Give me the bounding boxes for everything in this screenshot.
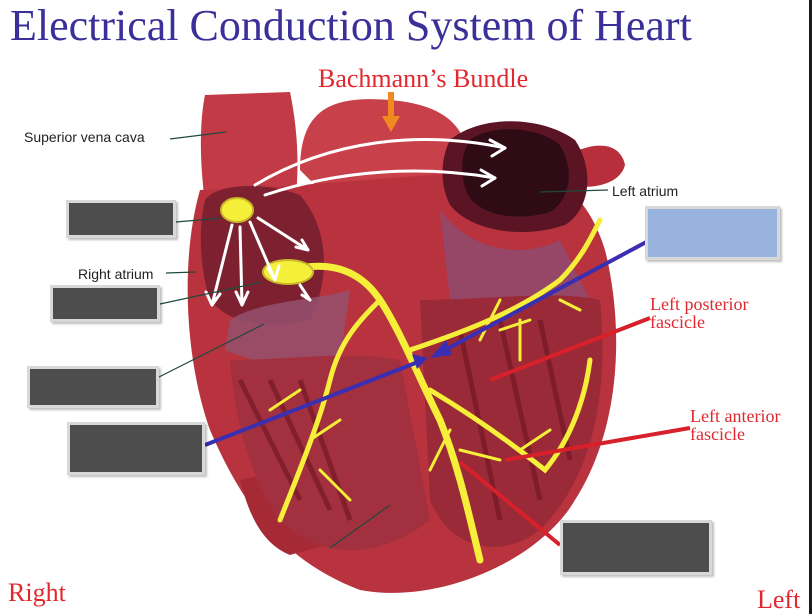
hidden-label-box-bundle-of-his[interactable] xyxy=(67,422,205,475)
hidden-label-box-tricuspid[interactable] xyxy=(27,366,159,408)
sa-node xyxy=(220,197,254,223)
blue-pointer-upper xyxy=(444,238,651,352)
red-pointer-anterior xyxy=(504,426,691,462)
blue-pointer-lower xyxy=(204,360,419,447)
red-pointer-posterior xyxy=(489,316,651,382)
label-superior-vena-cava: Superior vena cava xyxy=(24,129,145,145)
label-left-anterior-fascicle-line2: fascicle xyxy=(690,424,745,444)
label-right-atrium: Right atrium xyxy=(78,266,154,282)
label-left-anterior-fascicle: Left anterior fascicle xyxy=(690,407,780,443)
highlighted-label-box-bundle-branch[interactable] xyxy=(645,206,780,260)
conduction-fibers xyxy=(268,217,603,564)
label-right-side: Right xyxy=(8,578,66,607)
red-pointer-bottom xyxy=(458,460,562,547)
label-bachmanns-bundle: Bachmann’s Bundle xyxy=(318,64,529,93)
aorta xyxy=(300,99,470,200)
mitral-leaflets xyxy=(440,210,590,315)
label-left-posterior-fascicle-line2: fascicle xyxy=(650,312,705,332)
hidden-label-box-purkinje-fibers[interactable] xyxy=(560,520,712,575)
leader-lines xyxy=(158,131,609,549)
page-title: Electrical Conduction System of Heart xyxy=(10,1,692,50)
label-left-anterior-fascicle-line1: Left anterior xyxy=(690,406,781,426)
hidden-label-box-sa-node[interactable] xyxy=(66,200,176,238)
label-left-side: Left xyxy=(757,585,801,614)
label-left-posterior-fascicle: Left posterior fascicle xyxy=(650,295,748,331)
label-left-posterior-fascicle-line1: Left posterior xyxy=(650,294,749,314)
hidden-label-box-av-node[interactable] xyxy=(50,285,160,322)
tricuspid-leaflets xyxy=(225,290,350,366)
label-left-atrium: Left atrium xyxy=(612,183,679,199)
window-edge xyxy=(809,0,812,614)
impulse-arrows xyxy=(204,138,507,307)
